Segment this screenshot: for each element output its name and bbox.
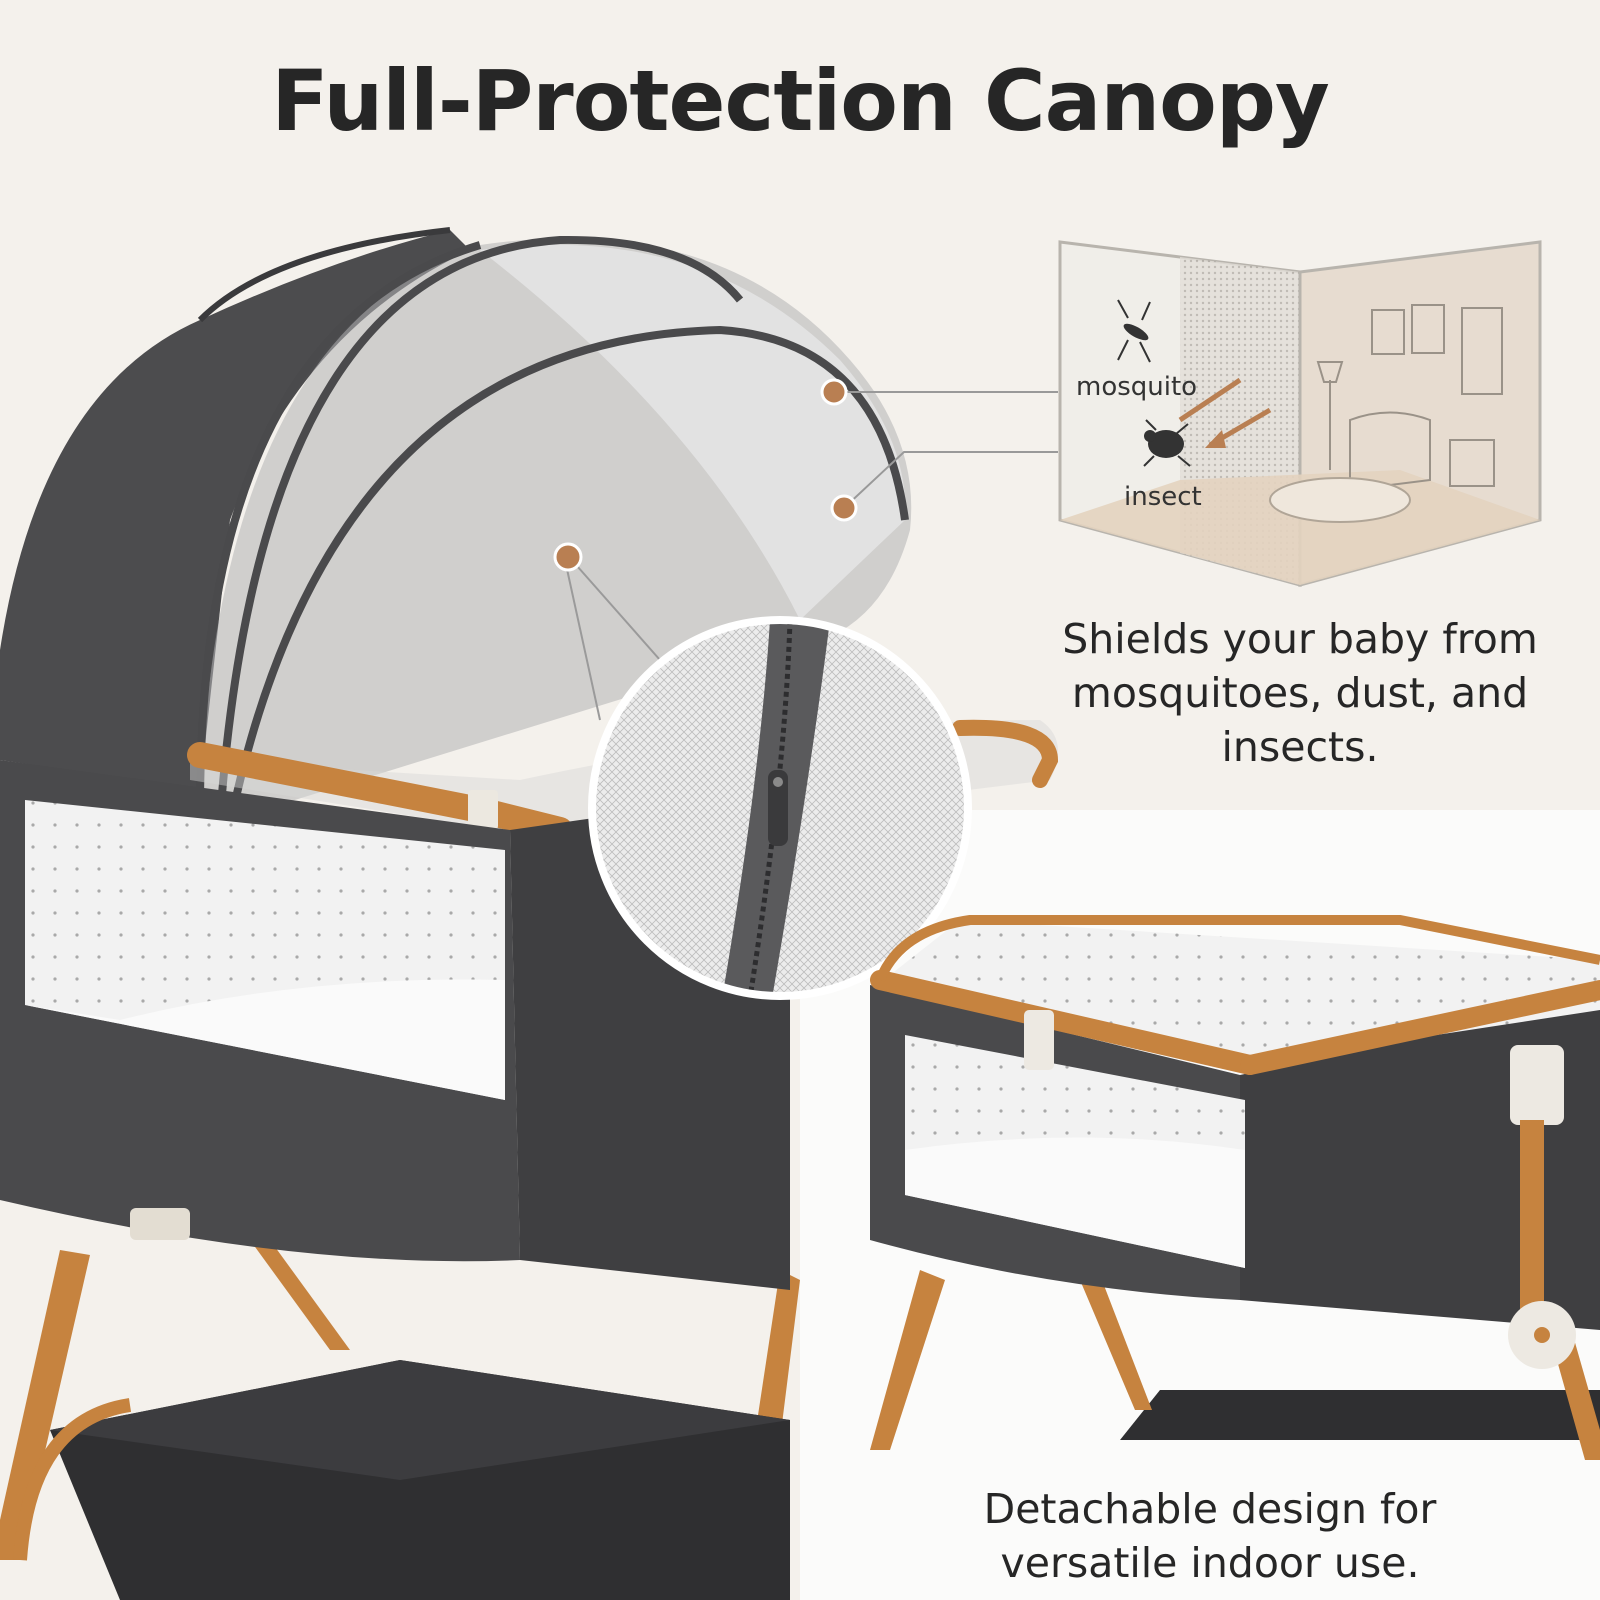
page-title: Full-Protection Canopy bbox=[271, 52, 1330, 150]
bassinet-with-canopy bbox=[0, 227, 1059, 1600]
insect-label: insect bbox=[1124, 482, 1202, 512]
insect-icon bbox=[1143, 419, 1191, 467]
mosquito-label: mosquito bbox=[1076, 372, 1198, 402]
room-inset-illustration bbox=[1058, 240, 1542, 587]
zipper-pull-icon bbox=[768, 770, 788, 846]
detachable-bassinet bbox=[870, 915, 1600, 1460]
room-callouts bbox=[820, 378, 1058, 522]
zipper-zoom-detail bbox=[553, 542, 972, 1000]
shield-caption: Shields your baby from mosquitoes, dust,… bbox=[1062, 615, 1538, 771]
canopy-hood bbox=[0, 230, 470, 790]
callout-dot bbox=[553, 542, 583, 572]
mosquito-icon bbox=[1117, 299, 1151, 363]
detachable-caption: Detachable design for versatile indoor u… bbox=[983, 1485, 1437, 1587]
